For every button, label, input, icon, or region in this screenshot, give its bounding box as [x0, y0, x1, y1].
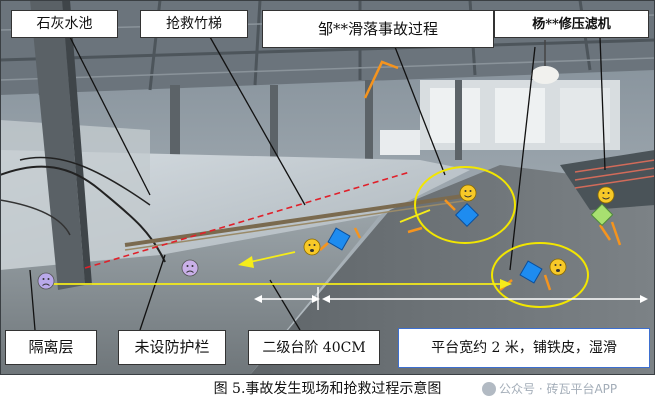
wechat-icon	[482, 381, 496, 396]
label-isolation-layer: 隔离层	[5, 330, 97, 365]
pool-edge-dashed-line	[84, 171, 411, 269]
landing-highlight	[491, 242, 589, 308]
label-rescue-ladder: 抢救竹梯	[140, 10, 248, 38]
sad-face-icon	[181, 259, 199, 277]
scene-photo	[0, 0, 655, 375]
label-platform-note: 平台宽约 2 米，铺铁皮，湿滑	[398, 328, 650, 368]
label-accident-process: 邹**滑落事故过程	[262, 10, 494, 48]
figure-caption: 图 5.事故发生现场和抢救过程示意图	[213, 381, 442, 397]
sad-face-icon	[37, 272, 55, 290]
accident-scene-diagram	[0, 0, 655, 375]
dizzy-face-icon	[549, 258, 567, 276]
label-no-guardrail: 未设防护栏	[118, 330, 226, 365]
callout-lines	[29, 36, 606, 331]
worker-diamond-mid	[327, 227, 351, 251]
person-markers	[327, 202, 614, 284]
repair-worker-diamond	[590, 203, 614, 227]
worker-diamond-top	[454, 202, 480, 228]
label-filter-press: 杨**修压滤机	[494, 10, 649, 38]
label-lime-pool: 石灰水池	[11, 10, 118, 38]
watermark: 公众号 · 砖瓦平台APP	[482, 378, 617, 400]
worker-diamond-landing	[519, 260, 543, 284]
slip-start-highlight	[414, 166, 516, 244]
dizzy-face-icon	[303, 238, 321, 256]
yellow-movement-arrows	[40, 209, 512, 289]
smiley-face-icon	[459, 184, 477, 202]
face-markers	[37, 184, 615, 290]
orange-path-strokes	[319, 60, 622, 291]
smiley-face-icon	[597, 186, 615, 204]
watermark-text: 公众号 · 砖瓦平台APP	[499, 382, 618, 396]
white-dimension-arrows	[254, 287, 648, 310]
label-secondary-step: 二级台阶 40CM	[248, 330, 380, 365]
